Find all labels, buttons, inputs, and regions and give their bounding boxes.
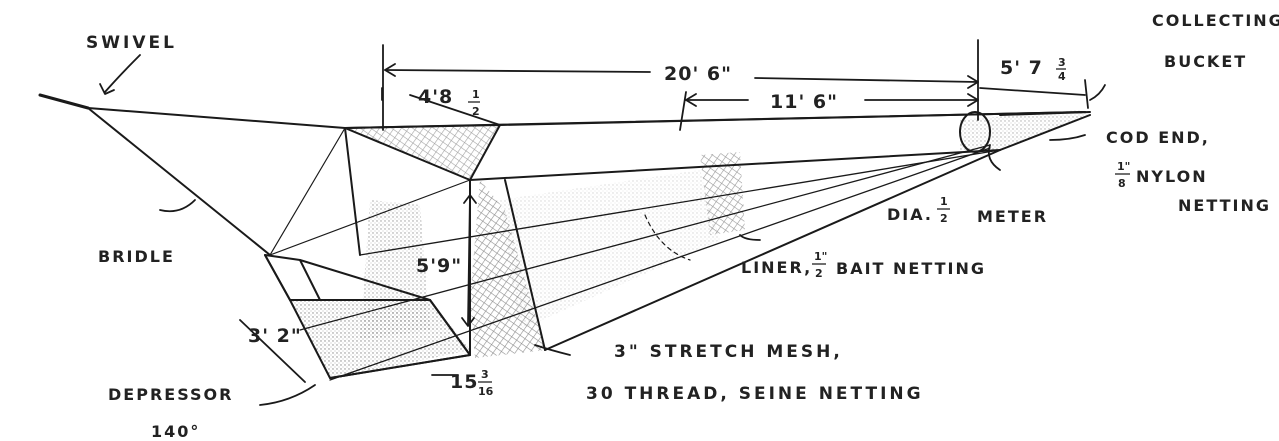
meter-label: METER xyxy=(977,207,1048,226)
swivel-label: SWIVEL xyxy=(86,33,177,53)
seine-netting-label: 30 THREAD, SEINE NETTING xyxy=(586,384,924,404)
top-width-label: 4'8 xyxy=(418,86,453,108)
bait-netting-label: BAIT NETTING xyxy=(836,259,986,278)
nylon-frac-den: 8 xyxy=(1118,177,1126,190)
stretch-mesh-label: 3" STRETCH MESH, xyxy=(614,342,843,362)
depressor-frac-num: 3 xyxy=(481,368,489,381)
depressor-label: DEPRESSOR xyxy=(108,385,233,404)
cod-end-length-label: 5' 7 xyxy=(1000,57,1043,79)
depressor-length-label: 15 xyxy=(450,371,478,393)
bridle-label: BRIDLE xyxy=(98,247,175,266)
cod-end-frac-num: 3 xyxy=(1058,56,1066,69)
top-width-frac-den: 2 xyxy=(472,105,480,118)
cod-end-label: COD END, xyxy=(1106,128,1210,147)
angle-label: 140° xyxy=(151,422,200,441)
depressor-width-label: 3' 2" xyxy=(248,325,302,347)
liner-length-label: 11' 6" xyxy=(770,91,838,113)
nylon-frac-num: 1" xyxy=(1117,160,1130,173)
mouth-height-label: 5'9" xyxy=(416,255,462,277)
overall-length-label: 20' 6" xyxy=(664,63,732,85)
dimension-lines xyxy=(239,39,1089,383)
depressor-frac-den: 16 xyxy=(478,385,494,398)
liner-label: LINER, xyxy=(741,258,812,277)
dia-frac-den: 2 xyxy=(940,212,948,225)
top-width-frac-num: 1 xyxy=(472,88,480,101)
nylon-label: NYLON xyxy=(1136,167,1208,186)
bucket-label: BUCKET xyxy=(1164,52,1247,71)
liner-frac-num: 1" xyxy=(814,250,827,263)
collecting-label: COLLECTING xyxy=(1152,11,1279,30)
net-outline xyxy=(38,93,1091,381)
netting-label: NETTING xyxy=(1178,196,1271,215)
dia-label: DIA. xyxy=(887,205,933,224)
leader-arrows xyxy=(99,54,1106,406)
net-shading xyxy=(290,110,1090,380)
dimension-labels: 20' 6" 11' 6" 5' 7 3 4 4'8 1 2 5'9" 3' 2… xyxy=(248,56,1130,398)
liner-frac-den: 2 xyxy=(815,267,823,280)
cod-end-frac-den: 4 xyxy=(1058,70,1066,83)
dia-frac-num: 1 xyxy=(940,195,948,208)
labels: SWIVEL COLLECTING BUCKET COD END, NYLON … xyxy=(86,11,1279,441)
